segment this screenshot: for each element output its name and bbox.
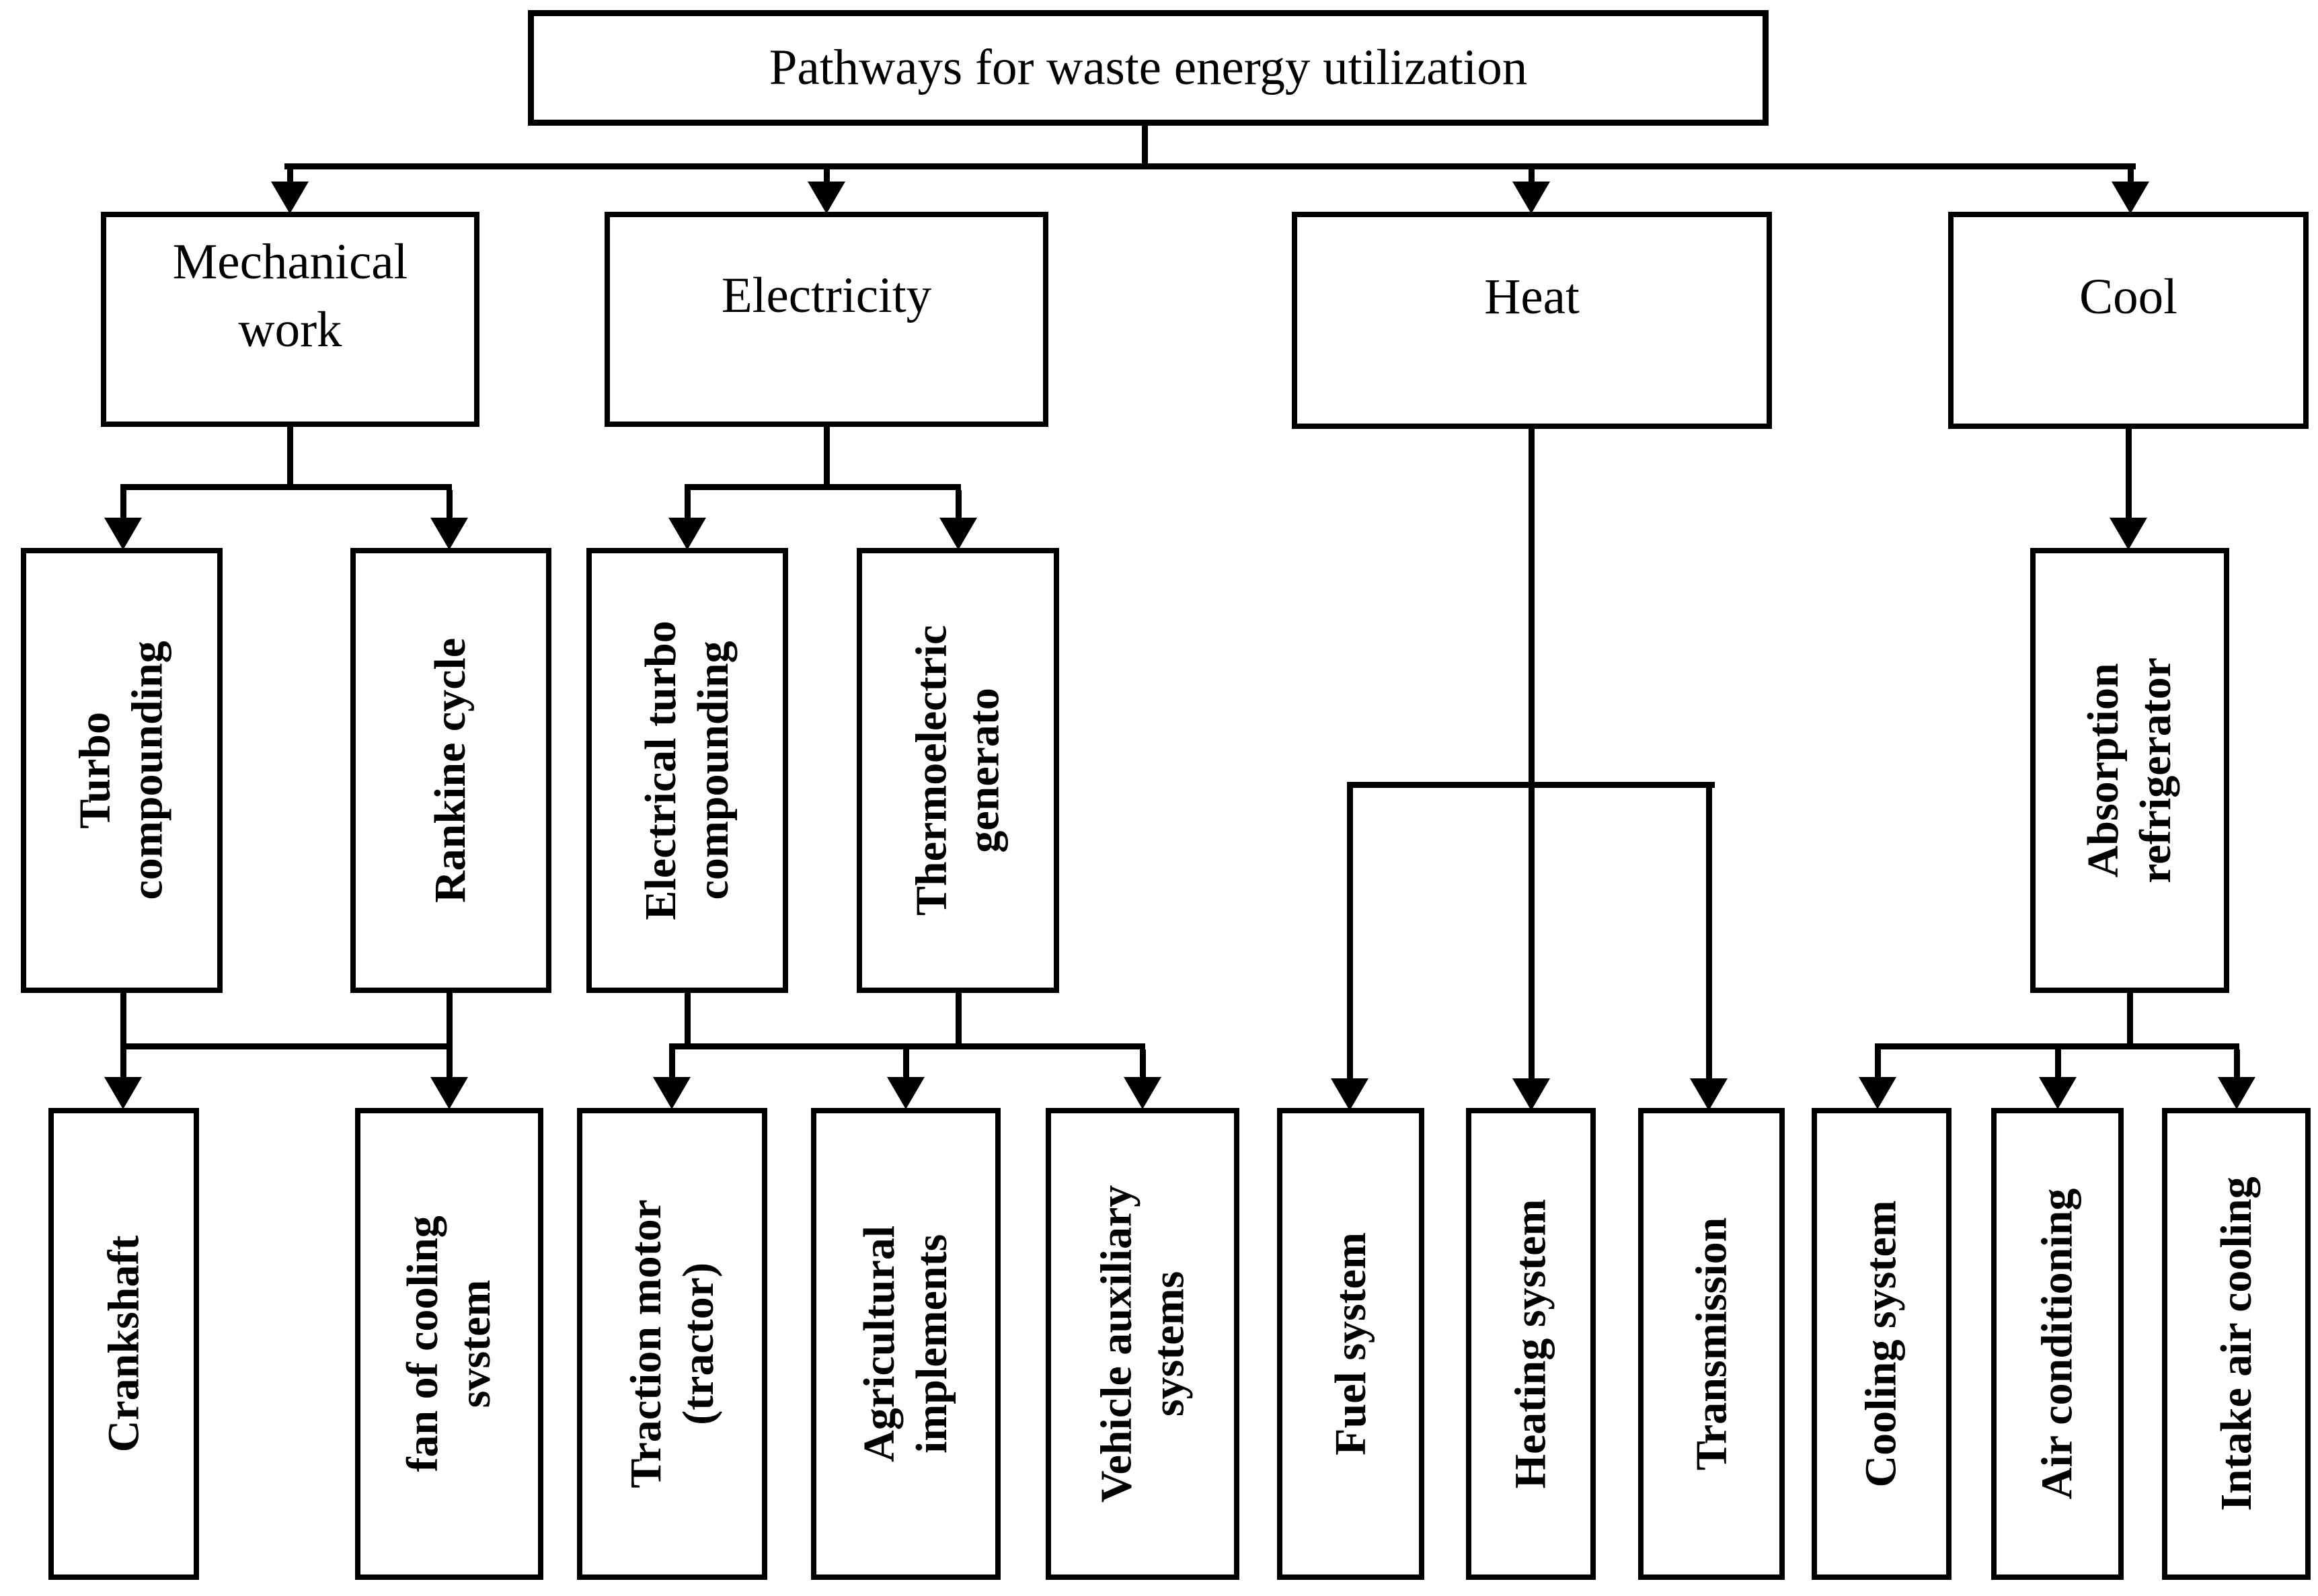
connector-to-transmission [1706, 782, 1712, 1082]
traction-motor-label: Traction motor (tractor) [621, 1199, 723, 1488]
connector-to-turbo [120, 490, 126, 521]
rankine-cycle-label: Rankine cycle [426, 637, 475, 904]
arrowhead-to-crankshaft-icon [104, 1077, 142, 1109]
connector-to-air-conditioning [2055, 1049, 2061, 1079]
agricultural-implements-label: Agricultural implements [855, 1226, 957, 1462]
mechanical-work-label: Mechanical work [172, 233, 408, 358]
cool-label: Cool [2079, 268, 2177, 325]
node-heating-system: Heating system [1466, 1108, 1596, 1580]
arrowhead-to-heating-system-icon [1512, 1078, 1550, 1111]
intake-air-cooling-label: Intake air cooling [2211, 1176, 2261, 1511]
vehicle-auxiliary-systems-label: Vehicle auxiliary systems [1091, 1185, 1194, 1503]
arrowhead-to-air-conditioning-icon [2039, 1077, 2077, 1109]
absorption-refrigerator-label: Absorption refrigerator [2079, 657, 2180, 883]
connector-to-electrical-turbo [685, 490, 691, 521]
connector-to-crankshaft [120, 1049, 126, 1079]
connector-electricity-stub [824, 427, 830, 490]
arrowhead-to-vehicle-icon [1124, 1077, 1161, 1109]
thermoelectric-generato-label: Thermoelectric generato [906, 625, 1009, 916]
node-traction-motor: Traction motor (tractor) [577, 1108, 767, 1580]
arrowhead-to-thermoelectric-icon [939, 518, 977, 550]
turbo-compounding-label: Turbo compounding [71, 641, 173, 900]
connector-mechanical-bar [120, 484, 452, 490]
node-cooling-system: Cooling system [1812, 1108, 1952, 1580]
arrowhead-to-traction-icon [653, 1077, 691, 1109]
node-absorption-refrigerator: Absorption refrigerator [2030, 548, 2229, 993]
connector-to-fan [447, 1049, 453, 1079]
connector-root-stub [1142, 126, 1148, 169]
connector-to-heat [1529, 163, 1535, 188]
arrowhead-to-transmission-icon [1690, 1078, 1728, 1111]
connector-to-cooling-system [1875, 1049, 1881, 1079]
arrowhead-to-intake-icon [2218, 1077, 2255, 1109]
connector-heat-bar [1347, 782, 1715, 788]
connector-cool-bottom-bar [1875, 1043, 2239, 1049]
arrowhead-to-cool-icon [2112, 182, 2149, 214]
node-cool: Cool [1948, 212, 2309, 429]
node-electrical-turbo-compounding: Electrical turbo compounding [586, 548, 788, 993]
node-rankine-cycle: Rankine cycle [350, 548, 551, 993]
cooling-system-label: Cooling system [1857, 1200, 1906, 1488]
connector-mechanical-stub [287, 427, 293, 490]
node-heat: Heat [1292, 212, 1772, 429]
crankshaft-label: Crankshaft [99, 1235, 149, 1453]
arrowhead-to-mechanical-icon [271, 182, 309, 214]
node-air-conditioning: Air conditioning [1991, 1108, 2124, 1580]
node-vehicle-auxiliary-systems: Vehicle auxiliary systems [1046, 1108, 1239, 1580]
arrowhead-to-electricity-icon [808, 182, 845, 214]
connector-rankine-stub [447, 993, 453, 1049]
air-conditioning-label: Air conditioning [2032, 1188, 2082, 1500]
transmission-label: Transmission [1687, 1217, 1736, 1471]
connector-to-fuel-system [1347, 782, 1353, 1082]
connector-thermoelectric-stub [956, 993, 962, 1049]
root-title-label: Pathways for waste energy utilization [769, 40, 1528, 95]
arrowhead-to-fuel-system-icon [1331, 1078, 1368, 1111]
arrowhead-to-agricultural-icon [887, 1077, 925, 1109]
connector-to-electricity [824, 163, 830, 188]
node-root-title: Pathways for waste energy utilization [528, 10, 1769, 126]
arrowhead-to-rankine-icon [430, 518, 468, 550]
node-turbo-compounding: Turbo compounding [21, 548, 223, 993]
connector-to-vehicle [1140, 1049, 1146, 1079]
arrowhead-to-absorption-icon [2110, 518, 2147, 550]
arrowhead-to-cooling-system-icon [1859, 1077, 1896, 1109]
node-electricity: Electricity [605, 212, 1048, 427]
connector-turbo-stub [120, 993, 126, 1049]
connector-to-agricultural [903, 1049, 909, 1079]
node-thermoelectric-generato: Thermoelectric generato [857, 548, 1059, 993]
arrowhead-to-electrical-turbo-icon [668, 518, 706, 550]
connector-root-bar [284, 163, 2136, 169]
electrical-turbo-compounding-label: Electrical turbo compounding [636, 621, 738, 920]
heating-system-label: Heating system [1506, 1199, 1555, 1489]
arrowhead-to-turbo-icon [104, 518, 142, 550]
arrowhead-to-heat-icon [1512, 182, 1550, 214]
fuel-system-label: Fuel system [1325, 1232, 1375, 1455]
node-agricultural-implements: Agricultural implements [811, 1108, 1001, 1580]
connector-to-thermoelectric [956, 490, 962, 521]
heat-label: Heat [1484, 268, 1580, 325]
node-transmission: Transmission [1638, 1108, 1785, 1580]
node-fuel-system: Fuel system [1277, 1108, 1424, 1580]
connector-electricity-bar [685, 484, 961, 490]
fan-of-cooling-system-label: fan of cooling svstem [398, 1215, 500, 1472]
connector-electrical-turbo-stub [685, 993, 691, 1049]
node-mechanical-work: Mechanical work [101, 212, 479, 427]
electricity-label: Electricity [721, 268, 932, 324]
node-crankshaft: Crankshaft [48, 1108, 199, 1580]
connector-to-rankine [447, 490, 453, 521]
node-intake-air-cooling: Intake air cooling [2162, 1108, 2311, 1580]
connector-to-intake [2234, 1049, 2240, 1079]
connector-to-cool [2128, 163, 2134, 188]
connector-absorption-stub [2127, 993, 2133, 1049]
connector-mechanical-bottom-bar [120, 1043, 452, 1049]
connector-to-mechanical [287, 163, 293, 188]
connector-heat-trunk [1529, 429, 1535, 1082]
connector-electricity-bottom-bar [669, 1043, 1145, 1049]
connector-to-traction [669, 1049, 675, 1079]
arrowhead-to-fan-icon [430, 1077, 468, 1109]
node-fan-of-cooling-system: fan of cooling svstem [355, 1108, 543, 1580]
connector-cool-stub [2126, 429, 2132, 521]
